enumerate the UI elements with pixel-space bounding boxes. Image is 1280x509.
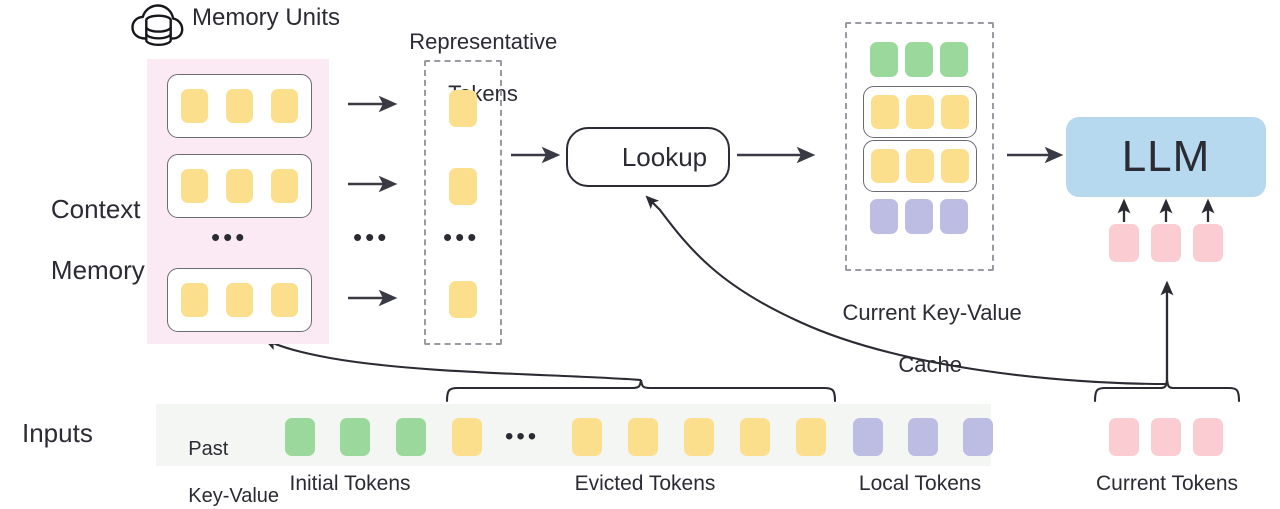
current-kv-cache-box: [845, 22, 994, 271]
current-tokens-label: Current Tokens: [1095, 472, 1239, 495]
local-tokens-label: Local Tokens: [858, 472, 982, 495]
kv-green-token-1: [870, 42, 898, 77]
kv-unit-2-token-3: [941, 149, 969, 183]
memory-units-label: Memory Units: [192, 4, 341, 31]
representative-tokens-line1: Representative: [409, 28, 558, 54]
llm-label: LLM: [1121, 132, 1211, 181]
llm-input-token-1: [1109, 224, 1139, 262]
input-evicted-token-2: [572, 418, 602, 456]
memory-unit-2-token-1: [181, 169, 208, 203]
memory-unit-1[interactable]: [167, 74, 312, 138]
past-key-value-line1: Past: [188, 437, 229, 460]
memory-unit-3-token-3: [271, 283, 298, 317]
brace-current-tokens: [1093, 379, 1241, 403]
kv-memory-unit-2[interactable]: [863, 140, 977, 192]
input-initial-token-2: [340, 418, 370, 456]
llm-input-token-2: [1151, 224, 1181, 262]
memory-unit-2-token-2: [226, 169, 253, 203]
llm-block[interactable]: LLM: [1066, 117, 1266, 197]
unit-arrows-ellipsis: •••: [353, 222, 390, 252]
initial-tokens-label: Initial Tokens: [289, 472, 411, 495]
brace-evicted-tokens: [445, 379, 837, 403]
input-initial-token-3: [396, 418, 426, 456]
input-current-token-1: [1109, 418, 1139, 456]
memory-unit-2-token-3: [271, 169, 298, 203]
kv-purple-token-1: [870, 199, 898, 234]
input-evicted-token-5: [740, 418, 770, 456]
input-evicted-ellipsis: •••: [505, 423, 540, 450]
memory-unit-2[interactable]: [167, 154, 312, 218]
past-key-value-label: Past Key-Value: [166, 414, 279, 509]
input-current-token-2: [1151, 418, 1181, 456]
kv-unit-1-token-3: [941, 95, 969, 129]
kv-memory-unit-1[interactable]: [863, 86, 977, 138]
input-initial-token-1: [285, 418, 315, 456]
current-kv-cache-label: Current Key-Value Cache: [818, 274, 1022, 404]
input-evicted-token-3: [628, 418, 658, 456]
evicted-tokens-label: Evicted Tokens: [574, 472, 716, 495]
representative-token-2: [449, 168, 477, 205]
kv-unit-2-token-2: [906, 149, 934, 183]
past-key-value-line2: Key-Value: [188, 484, 280, 507]
kv-unit-2-token-1: [871, 149, 899, 183]
kv-unit-1-token-1: [871, 95, 899, 129]
memory-unit-1-token-2: [226, 89, 253, 123]
input-local-token-2: [908, 418, 938, 456]
input-local-token-1: [853, 418, 883, 456]
kv-purple-token-2: [905, 199, 933, 234]
memory-unit-1-token-3: [271, 89, 298, 123]
current-kv-cache-line2: Cache: [898, 351, 963, 377]
representative-token-3: [449, 281, 477, 318]
llm-input-token-3: [1193, 224, 1223, 262]
kv-purple-token-3: [940, 199, 968, 234]
curve-evicted-to-context-memory: [264, 339, 642, 382]
memory-unit-3[interactable]: [167, 268, 312, 332]
representative-token-1: [449, 90, 477, 127]
kv-green-token-2: [905, 42, 933, 77]
kv-green-token-3: [940, 42, 968, 77]
representative-tokens-ellipsis: •••: [443, 222, 480, 252]
context-memory-line2: Memory: [50, 255, 145, 286]
input-evicted-token-4: [684, 418, 714, 456]
current-kv-cache-line1: Current Key-Value: [842, 299, 1022, 325]
lookup-label: Lookup: [621, 141, 708, 172]
memory-unit-3-token-2: [226, 283, 253, 317]
input-current-token-3: [1193, 418, 1223, 456]
inputs-label: Inputs: [22, 418, 93, 448]
input-local-token-3: [963, 418, 993, 456]
memory-unit-3-token-1: [181, 283, 208, 317]
representative-tokens-box: •••: [424, 60, 502, 345]
context-memory-label: Context Memory: [22, 163, 145, 316]
lookup-button[interactable]: Lookup: [566, 127, 730, 187]
cloud-database-icon: [131, 4, 184, 46]
input-evicted-token-1: [452, 418, 482, 456]
context-memory-line1: Context: [50, 193, 141, 224]
memory-unit-1-token-1: [181, 89, 208, 123]
kv-unit-1-token-2: [906, 95, 934, 129]
input-evicted-token-6: [796, 418, 826, 456]
memory-units-ellipsis: •••: [211, 222, 248, 252]
